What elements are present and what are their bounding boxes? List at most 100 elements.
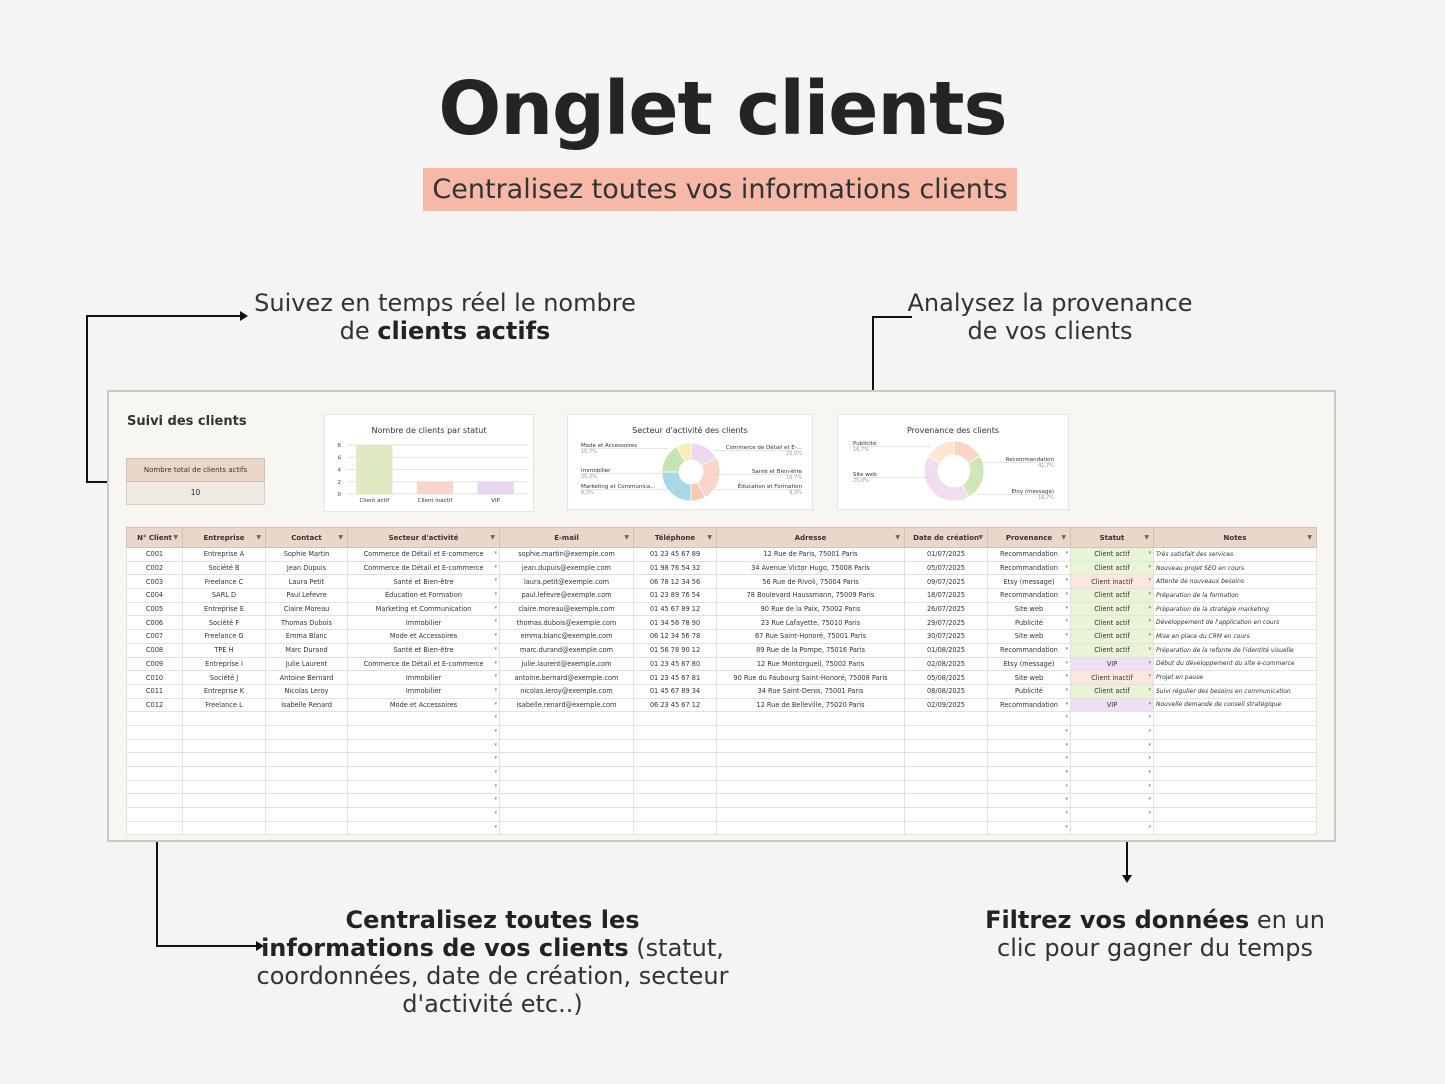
table-cell[interactable]: C001	[126, 547, 183, 562]
filter-icon[interactable]: ▼	[1061, 534, 1066, 541]
table-cell[interactable]	[1153, 724, 1317, 740]
table-cell[interactable]: Nouvelle demande de conseil stratégique	[1153, 697, 1317, 713]
table-cell[interactable]	[633, 793, 717, 809]
table-cell[interactable]: 05/08/2025	[904, 670, 988, 685]
filter-icon[interactable]: ▼	[707, 534, 712, 541]
table-cell[interactable]	[499, 738, 634, 754]
column-header[interactable]: Adresse▼	[716, 527, 905, 548]
table-cell[interactable]: 01 56 78 90 12	[633, 642, 717, 658]
table-cell[interactable]	[265, 779, 348, 795]
table-cell[interactable]	[716, 807, 905, 822]
table-cell[interactable]: nicolas.leroy@exemple.com	[499, 683, 634, 699]
table-cell[interactable]: Société B	[182, 560, 266, 576]
table-cell[interactable]	[1070, 793, 1154, 809]
table-cell[interactable]: Client actif	[1070, 588, 1154, 603]
table-cell[interactable]	[1070, 752, 1154, 767]
table-cell[interactable]	[716, 779, 905, 795]
table-cell[interactable]: Publicité	[987, 683, 1071, 699]
table-cell[interactable]	[987, 807, 1071, 822]
table-cell[interactable]: Début du développement du site e-commerc…	[1153, 656, 1317, 672]
table-cell[interactable]: 01 45 67 89 12	[633, 601, 717, 617]
table-cell[interactable]	[499, 793, 634, 809]
table-cell[interactable]: marc.durand@exemple.com	[499, 642, 634, 658]
table-cell[interactable]: Claire Moreau	[265, 601, 348, 617]
table-cell[interactable]: Client actif	[1070, 601, 1154, 617]
table-cell[interactable]: C005	[126, 601, 183, 617]
table-cell[interactable]	[265, 711, 348, 726]
table-cell[interactable]	[716, 724, 905, 740]
table-cell[interactable]: Société J	[182, 670, 266, 685]
table-cell[interactable]: 01 23 45 67 81	[633, 670, 717, 685]
table-cell[interactable]: C011	[126, 683, 183, 699]
table-cell[interactable]: jean.dupuis@exemple.com	[499, 560, 634, 576]
table-cell[interactable]	[904, 724, 988, 740]
table-cell[interactable]: Freelance C	[182, 574, 266, 590]
table-cell[interactable]: 29/07/2025	[904, 615, 988, 631]
table-cell[interactable]: C008	[126, 642, 183, 658]
table-cell[interactable]: 12 Rue Montorgueil, 75002 Paris	[716, 656, 905, 672]
table-cell[interactable]: 02/08/2025	[904, 656, 988, 672]
table-cell[interactable]	[499, 724, 634, 740]
column-header[interactable]: Téléphone▼	[633, 527, 717, 548]
table-cell[interactable]: Laura Petit	[265, 574, 348, 590]
table-cell[interactable]: Recommandation	[987, 560, 1071, 576]
filter-icon[interactable]: ▼	[1307, 534, 1312, 541]
table-cell[interactable]	[987, 793, 1071, 809]
filter-icon[interactable]: ▼	[978, 534, 983, 541]
table-cell[interactable]	[126, 752, 183, 767]
table-cell[interactable]: C007	[126, 629, 183, 644]
table-cell[interactable]	[1070, 766, 1154, 781]
table-cell[interactable]: 09/07/2025	[904, 574, 988, 590]
filter-icon[interactable]: ▼	[1144, 534, 1149, 541]
table-cell[interactable]	[499, 752, 634, 767]
table-cell[interactable]	[904, 807, 988, 822]
table-cell[interactable]: julie.laurent@exemple.com	[499, 656, 634, 672]
table-cell[interactable]: Client inactif	[1070, 670, 1154, 685]
table-cell[interactable]: 23 Rue Lafayette, 75010 Paris	[716, 615, 905, 631]
table-cell[interactable]: 08/08/2025	[904, 683, 988, 699]
table-cell[interactable]: Etsy (message)	[987, 574, 1071, 590]
table-cell[interactable]	[987, 752, 1071, 767]
table-cell[interactable]: emma.blanc@exemple.com	[499, 629, 634, 644]
table-cell[interactable]	[126, 738, 183, 754]
table-cell[interactable]	[633, 752, 717, 767]
column-header[interactable]: Secteur d'activité▼	[347, 527, 500, 548]
table-cell[interactable]	[126, 779, 183, 795]
table-cell[interactable]: Client actif	[1070, 642, 1154, 658]
table-cell[interactable]: 01 98 76 54 32	[633, 560, 717, 576]
table-cell[interactable]	[499, 779, 634, 795]
table-cell[interactable]	[716, 820, 905, 836]
table-cell[interactable]: 05/07/2025	[904, 560, 988, 576]
table-cell[interactable]	[904, 711, 988, 726]
table-cell[interactable]: Freelance G	[182, 629, 266, 644]
table-cell[interactable]: C004	[126, 588, 183, 603]
table-cell[interactable]: 89 Rue de la Pompe, 75016 Paris	[716, 642, 905, 658]
table-cell[interactable]	[182, 793, 266, 809]
table-cell[interactable]: Marketing et Communication	[347, 601, 500, 617]
table-cell[interactable]: 34 Avenue Victor Hugo, 75008 Paris	[716, 560, 905, 576]
table-cell[interactable]: Préparation de la refonte de l'identité …	[1153, 642, 1317, 658]
table-cell[interactable]	[987, 724, 1071, 740]
table-cell[interactable]: Suivi régulier des besoins en communicat…	[1153, 683, 1317, 699]
table-cell[interactable]	[126, 766, 183, 781]
table-cell[interactable]: 90 Rue de la Paix, 75002 Paris	[716, 601, 905, 617]
table-cell[interactable]: VIP	[1070, 656, 1154, 672]
filter-icon[interactable]: ▼	[624, 534, 629, 541]
table-cell[interactable]: Emma Blanc	[265, 629, 348, 644]
table-cell[interactable]: Sophie Martin	[265, 547, 348, 562]
table-cell[interactable]: Antoine Bernard	[265, 670, 348, 685]
table-cell[interactable]: Éducation et Formation	[347, 588, 500, 603]
table-cell[interactable]: Très satisfait des services	[1153, 547, 1317, 562]
table-cell[interactable]: Recommandation	[987, 588, 1071, 603]
table-cell[interactable]	[1153, 807, 1317, 822]
table-cell[interactable]	[265, 752, 348, 767]
table-cell[interactable]	[1070, 711, 1154, 726]
column-header[interactable]: Statut▼	[1070, 527, 1154, 548]
table-cell[interactable]: Recommandation	[987, 547, 1071, 562]
table-cell[interactable]: 02/09/2025	[904, 697, 988, 713]
table-cell[interactable]: Client actif	[1070, 560, 1154, 576]
table-cell[interactable]: Recommandation	[987, 697, 1071, 713]
table-cell[interactable]: Marc Durand	[265, 642, 348, 658]
table-cell[interactable]	[633, 779, 717, 795]
table-cell[interactable]	[126, 793, 183, 809]
